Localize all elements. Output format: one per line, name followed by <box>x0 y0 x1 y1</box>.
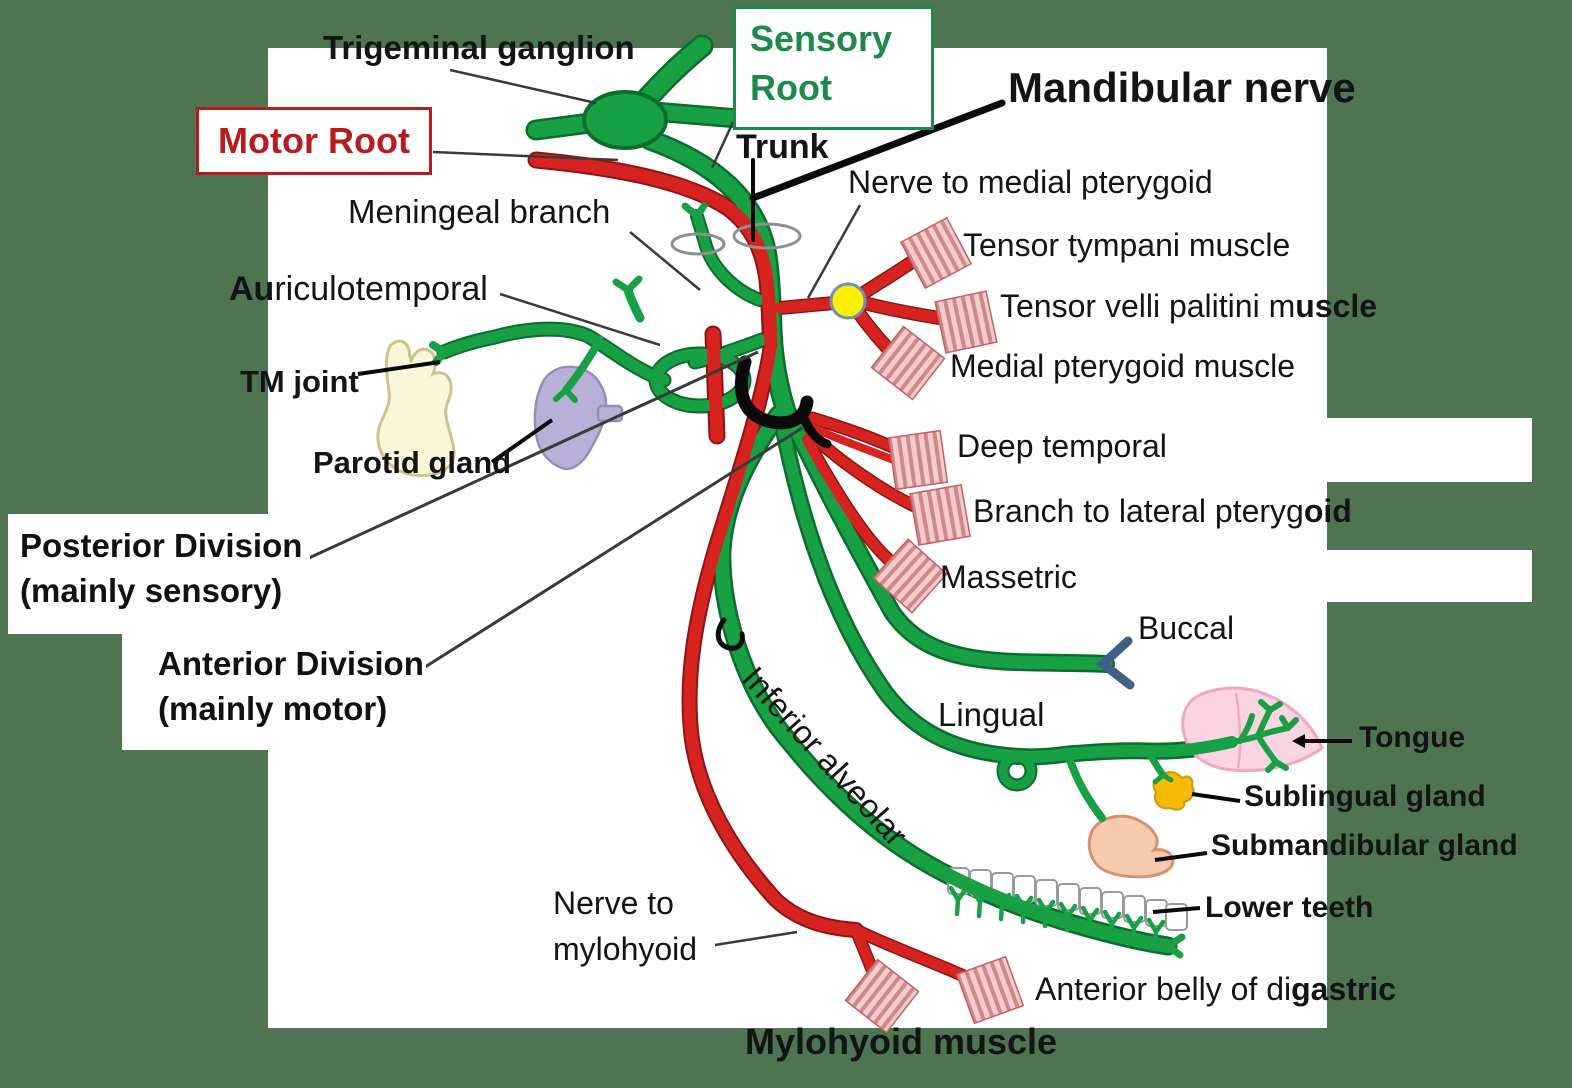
mandibular-nerve-label: Mandibular nerve <box>1008 64 1356 111</box>
lingual-label: Lingual <box>938 696 1045 733</box>
black-annotations <box>715 99 1006 651</box>
tongue-label: Tongue <box>1359 721 1466 754</box>
medial-pterygoid-label: Medial pterygoid muscle <box>950 348 1296 384</box>
white-side-bar-2 <box>1327 550 1532 602</box>
trigeminal-ganglion-label: Trigeminal ganglion <box>323 29 635 66</box>
mylohyoid-muscle-block <box>844 958 920 1034</box>
nerve-medial-pterygoid-leader <box>806 204 862 299</box>
submandibular-leader <box>1154 851 1208 862</box>
tongue-rib <box>1234 692 1242 769</box>
mandibular-foramen-mark <box>715 617 745 651</box>
division-hook-tail <box>799 413 832 449</box>
trunk-label: Trunk <box>736 128 829 166</box>
nerve-to-mylohyoid-label: Nerve to mylohyoid <box>553 885 698 968</box>
submandibular-gland-label: Submandibular gland <box>1211 829 1518 862</box>
motor-root-label: Motor Root <box>218 120 410 161</box>
parotid-gland-shape <box>533 365 608 471</box>
nerve-mylohyoid-leader <box>714 930 798 947</box>
foramen-outlines <box>670 222 802 256</box>
tm-joint-label: TM joint <box>240 364 359 399</box>
parotid-leader <box>490 418 554 464</box>
tongue-leader-arrowhead <box>1292 734 1305 748</box>
posterior-division-line1: Posterior Division <box>20 527 303 564</box>
tm-joint-leader <box>357 360 441 376</box>
trigeminal-leader <box>449 68 597 105</box>
parotid-gland-label: Parotid gland <box>313 445 512 480</box>
tm-joint-bone <box>376 339 456 477</box>
deep-temporal-label: Deep temporal <box>957 428 1167 464</box>
deep-temporal-muscle-block <box>887 429 949 491</box>
branch-lateral-pterygoid-label: Branch to lateral pterygoid <box>973 493 1352 529</box>
tongue-shape <box>1181 686 1324 773</box>
lateral-pterygoid-muscle-block <box>909 484 971 546</box>
thin-leaders <box>297 68 862 947</box>
tensor-velli-palitini-label: Tensor velli palitini muscle <box>1000 288 1378 324</box>
meningeal-leader <box>629 231 701 291</box>
muscle-blocks <box>844 216 1025 1034</box>
lower-teeth-label: Lower teeth <box>1205 891 1374 924</box>
tensor-velli-palitini-muscle-block <box>934 290 998 354</box>
massetric-label: Massetric <box>940 559 1077 595</box>
buccal-arrowhead <box>1096 636 1135 690</box>
anatomy-shapes <box>376 339 1324 879</box>
otic-ganglion-circle <box>829 282 867 320</box>
anterior-belly-digastric-label: Anterior belly of digastric <box>1035 971 1397 1007</box>
massetric-muscle-block <box>872 538 948 614</box>
anterior-division-line2: (mainly motor) <box>158 689 388 727</box>
auriculotemporal-leader <box>499 292 661 347</box>
anterior-division-leader <box>391 426 803 690</box>
anterior-division-line1: Anterior Division <box>158 645 424 682</box>
sensory-root-leader <box>710 121 735 169</box>
sensory-root-line2: Root <box>750 66 832 108</box>
mylohyoid-muscle-label: Mylohyoid muscle <box>745 1021 1058 1062</box>
sublingual-leader <box>1191 792 1241 803</box>
sublingual-gland-shape <box>1152 771 1195 811</box>
trigeminal-ganglion-shape <box>582 90 668 150</box>
medial-pterygoid-muscle-block <box>870 325 946 401</box>
posterior-division-line2: (mainly sensory) <box>20 571 283 609</box>
meningeal-branch-label: Meningeal branch <box>348 193 611 230</box>
posterior-division-leader <box>297 350 759 565</box>
tensor-tympani-label: Tensor tympani muscle <box>963 227 1291 263</box>
motor-root-leader <box>432 150 619 162</box>
thick-leaders <box>357 360 1352 914</box>
white-side-bar-1 <box>1327 418 1532 482</box>
tensor-tympani-muscle-block <box>899 216 973 290</box>
lingual-loop <box>998 752 1036 790</box>
anterior-division-box: Anterior Division (mainly motor) <box>122 632 426 750</box>
nerve-to-medial-pterygoid-label: Nerve to medial pterygoid <box>848 164 1213 200</box>
auriculotemporal-label: Auriculotemporal <box>229 270 488 308</box>
sublingual-gland-label: Sublingual gland <box>1244 780 1486 813</box>
submandibular-gland-shape <box>1087 814 1175 879</box>
motor-root-legend-box: Motor Root <box>196 107 432 175</box>
mandibular-nerve-pointer <box>749 99 1006 202</box>
digastric-muscle-block <box>955 955 1025 1025</box>
lower-teeth-leader <box>1152 906 1201 914</box>
middle-meningeal-artery-bar <box>713 334 717 436</box>
sensory-root-line1: Sensory <box>750 18 893 59</box>
posterior-division-box: Posterior Division (mainly sensory) <box>8 514 310 634</box>
sensory-root-legend-box: Sensory Root <box>733 6 934 130</box>
buccal-label: Buccal <box>1138 610 1235 646</box>
